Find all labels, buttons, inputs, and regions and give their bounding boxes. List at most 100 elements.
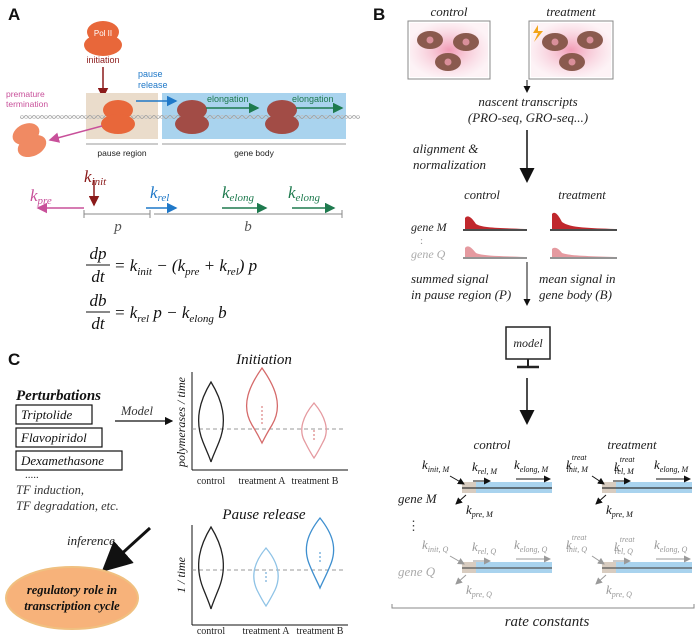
initiation-title: Initiation [235,352,292,368]
profile-control-gene-m [463,216,527,231]
elongation-label-2: elongation [292,94,334,104]
profile-treatment-label: treatment [558,188,606,202]
pause-x-control: control [197,626,226,635]
inference-arrow [101,526,152,573]
gene-m-label: gene M [411,220,448,234]
gene-body-label: gene body [234,148,274,158]
profile-treatment-gene-q [550,247,617,259]
rc-gene-q-label: gene Q [398,564,436,579]
k-elong-symbol-2: kelong [288,183,320,204]
rate-constants-bracket [391,604,695,609]
elongating-polymerase-2 [265,100,299,134]
k-rel-symbol: krel [150,183,169,204]
var-b: b [244,219,252,235]
summed-line-2: in pause region (P) [411,287,511,302]
gene-colon: : [420,235,423,247]
svg-text:dt: dt [91,314,106,333]
svg-text:dt: dt [91,267,106,286]
drug-box-2 [15,427,103,448]
violin-pause-control [197,525,225,610]
regulatory-line-1: regulatory role in [27,583,117,597]
panel-a-label: A [8,5,20,24]
svg-text:kelong, Q: kelong, Q [654,537,688,554]
rates-control-gene-m: kinit, M krel, M kelong, M kpre, M [422,457,552,519]
termination-arrow [48,125,103,143]
elongating-polymerase-1 [175,100,209,134]
control-cells-image [407,20,491,80]
init-x-treatment-b: treatment B [292,476,339,487]
drug-dots: ..... [25,469,39,481]
drug-1: Triptolide [21,407,73,422]
pause-title: Pause release [221,507,306,523]
cells-treatment-label: treatment [546,4,596,19]
var-p: p [113,219,122,235]
svg-text:kpre, Q: kpre, Q [606,582,632,599]
drug-2: Flavopiridol [20,430,87,445]
rc-control-label: control [473,437,510,452]
mean-line-2: gene body (B) [539,287,612,302]
pause-ylabel: 1 / time [174,556,188,593]
initiation-ylabel: polymerases / time [174,376,188,468]
rates-control-gene-q: kinit, Q krel, Q kelong, Q kpre, Q [422,537,552,599]
violin-init-treatment-a [245,366,279,445]
svg-text:kelong, M: kelong, M [654,457,690,474]
violin-pause-treatment-b [305,516,335,590]
termination-label: termination [6,99,48,109]
premature-label: premature [6,89,45,99]
violin-init-control [197,380,225,463]
drug-box-1 [15,404,93,425]
nascent-line-2: (PRO-seq, GRO-seq...) [468,110,588,125]
profile-control-label: control [464,188,500,202]
tf-line-2: TF degradation, etc. [16,499,119,513]
svg-text:krel, M: krel, M [472,459,498,476]
violin-init-treatment-b [301,401,327,460]
rc-dots: ⋮ [407,518,420,533]
profile-control-gene-q [463,246,527,259]
alignment-line-2: normalization [413,157,486,172]
svg-text:kpre, M: kpre, M [606,502,634,519]
treatment-cells-image [528,20,614,80]
model-monitor-icon: model [505,326,551,369]
alignment-line-1: alignment & [413,141,479,156]
regulatory-line-2: transcription cycle [24,599,120,613]
pause-x-treatment-a: treatment A [243,626,291,635]
equation-db-dt: db dt = krel p − kelong b [86,291,227,333]
k-pre-symbol: kpre [30,186,52,207]
model-label: model [513,336,543,350]
perturbations-title: Perturbations [16,388,101,404]
equation-dp-dt: dp dt = kinit − (kpre + krel) p [86,244,257,286]
pol2-label: Pol II [94,29,112,38]
violin-pause-treatment-a [253,546,279,608]
svg-text:= krel p − kelong b: = krel p − kelong b [114,303,227,325]
initiation-label: initiation [86,55,119,65]
svg-text:kelong, Q: kelong, Q [514,537,548,554]
dissociated-polymerase [12,123,47,158]
panel-b-label: B [373,5,385,24]
init-x-treatment-a: treatment A [239,476,287,487]
tf-line-1: TF induction, [16,483,84,497]
profile-treatment-gene-m [550,212,617,231]
svg-text:kpre, M: kpre, M [466,502,494,519]
release-label: release [138,80,168,90]
drug-box-3 [15,450,123,471]
svg-text:kpre, Q: kpre, Q [466,582,492,599]
svg-text:= kinit − (kpre + krel) p: = kinit − (kpre + krel) p [114,256,257,278]
nascent-line-1: nascent transcripts [478,94,577,109]
regulatory-role-oval [5,566,139,630]
gene-q-label: gene Q [411,247,446,261]
init-x-control: control [197,476,226,487]
pause-label: pause [138,69,163,79]
summed-line-1: summed signal [411,271,489,286]
elongation-label-1: elongation [207,94,249,104]
paused-polymerase [101,100,135,134]
drug-3: Dexamethasone [20,453,104,468]
inference-label: inference [67,533,115,548]
lightning-icon [533,25,543,42]
pol2-enzyme: Pol II [84,21,122,56]
rc-gene-m-label: gene M [398,491,438,506]
